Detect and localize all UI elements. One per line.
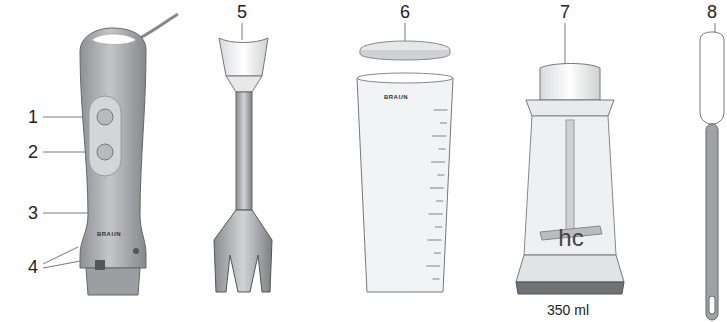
callout-number: 4 [28, 258, 38, 276]
scale-tick [434, 110, 448, 111]
hanging-hole [709, 296, 715, 314]
callout-number: 5 [237, 3, 247, 21]
switch-button [97, 144, 113, 160]
scale-tick [437, 175, 444, 176]
model-marking: hc [558, 226, 583, 250]
scale-tick [433, 279, 440, 280]
chopper-lid-top [540, 64, 600, 101]
housing-top [92, 34, 136, 45]
scale-tick [435, 227, 442, 228]
blender-shaft [214, 38, 272, 292]
shaft-collar [226, 76, 262, 92]
motor-housing [80, 28, 146, 268]
callout-number: 1 [28, 108, 38, 126]
brand-logo: BRAUN [384, 94, 408, 100]
blade-bell [214, 210, 272, 292]
scale-tick [430, 188, 444, 189]
beaker-body [357, 78, 453, 292]
power-cord [140, 14, 178, 38]
scale-tick [427, 240, 441, 241]
callout-number: 8 [707, 3, 717, 21]
scale-tick [429, 214, 443, 215]
spatula-blade [700, 32, 724, 124]
lid-rim [360, 50, 450, 60]
chopper-spindle [566, 120, 574, 230]
callout-number: 6 [400, 3, 410, 21]
release-button [95, 260, 105, 270]
shaft-tube [236, 92, 252, 210]
beaker-lid [360, 41, 450, 59]
callout-number: 2 [28, 143, 38, 161]
chopper [516, 64, 624, 295]
chopper-bowl [524, 116, 616, 255]
spatula-handle [706, 124, 718, 320]
switch-panel [89, 96, 121, 176]
scale-tick [436, 201, 443, 202]
capacity-label: 350 ml [547, 303, 589, 317]
spatula [700, 32, 724, 320]
scale-tick [426, 266, 440, 267]
scale-tick [432, 136, 446, 137]
chopper-base-ring [516, 282, 624, 294]
brand-logo: BRAUN [97, 231, 121, 237]
chopper-lid [526, 100, 614, 116]
callout-number: 3 [28, 204, 38, 222]
scale-tick [431, 162, 445, 163]
measuring-scale [426, 110, 447, 279]
chopper-base [516, 255, 624, 282]
motor-coupling [86, 268, 140, 295]
switch-button [97, 109, 113, 125]
beaker-rim [357, 73, 453, 83]
scale-tick [434, 253, 441, 254]
shaft-coupling [219, 38, 268, 76]
motor-part [80, 14, 178, 295]
scale-tick [440, 123, 447, 124]
release-button [133, 248, 139, 254]
callout-number: 7 [560, 3, 570, 21]
scale-tick [439, 149, 446, 150]
beaker [357, 41, 453, 292]
